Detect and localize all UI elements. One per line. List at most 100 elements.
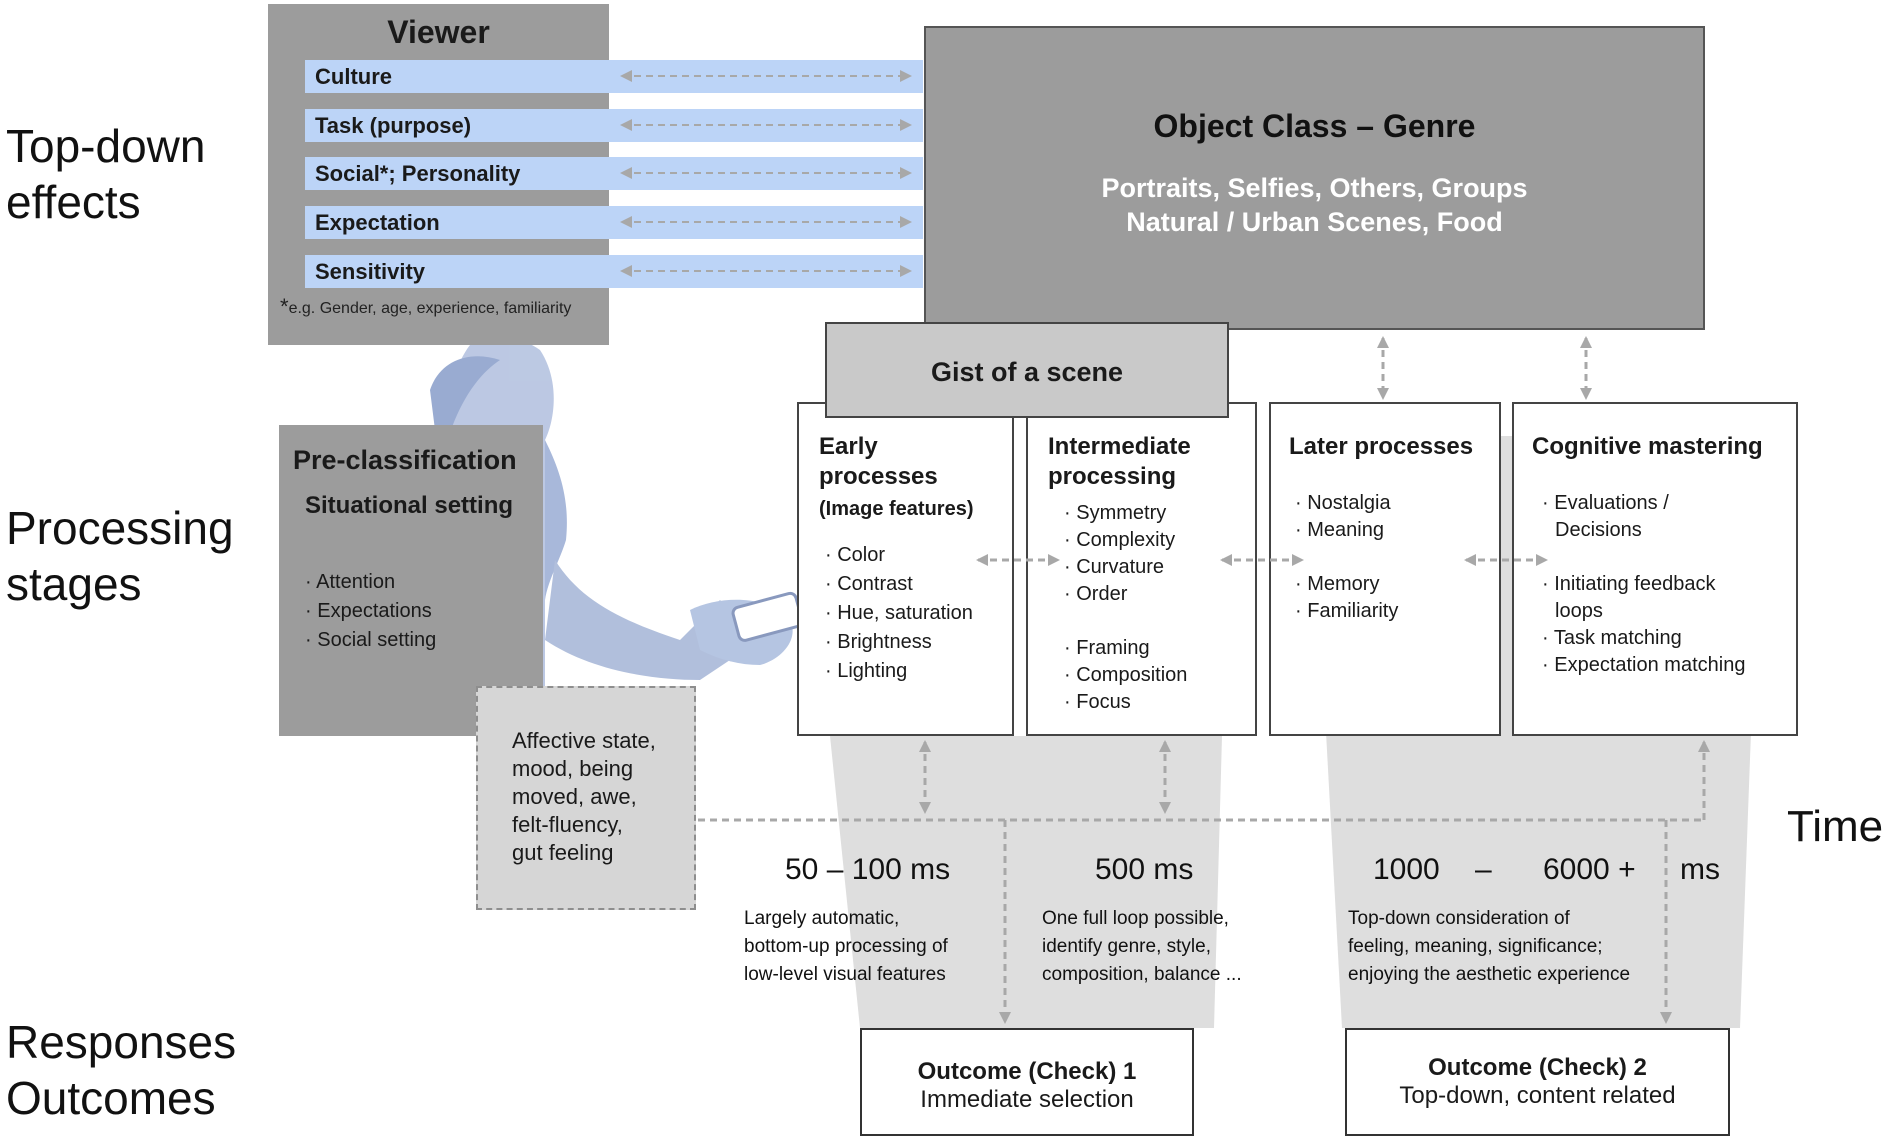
- desc-line: enjoying the aesthetic experience: [1348, 964, 1631, 985]
- item-text: Focus: [1076, 691, 1131, 713]
- stage-cognitive-title: Cognitive mastering: [1532, 433, 1763, 460]
- outcome-2-title: Outcome (Check) 2: [1428, 1054, 1647, 1081]
- bullet: ·: [305, 571, 312, 593]
- item-text: Framing: [1076, 637, 1150, 659]
- outcome-2-box: Outcome (Check) 2 Top-down, content rela…: [1345, 1028, 1730, 1136]
- item-text: Color: [837, 544, 886, 566]
- description-intermediate: One full loop possible, identify genre, …: [1042, 905, 1242, 989]
- item-text: Complexity: [1076, 529, 1176, 551]
- bullet: ·: [305, 629, 312, 651]
- stage-cognitive-item-cont: loops: [1555, 600, 1603, 622]
- stage-early-item: · Contrast: [825, 573, 913, 596]
- time-label-late-unit: ms: [1680, 853, 1720, 886]
- desc-line: One full loop possible,: [1042, 908, 1229, 929]
- row-label-top-down: Top-down effects: [6, 118, 205, 230]
- stage-intermediate-item: · Symmetry: [1064, 502, 1166, 525]
- object-class-title: Object Class – Genre: [1153, 108, 1476, 144]
- pre-classification-item: · Expectations: [305, 600, 432, 623]
- object-class-line-1: Portraits, Selfies, Others, Groups: [1101, 173, 1528, 203]
- desc-line: Top-down consideration of: [1348, 908, 1570, 929]
- pre-classification-title: Pre-classification: [293, 445, 517, 475]
- stage-intermediate-title: Intermediate processing: [1048, 432, 1191, 492]
- row-label-line: Top-down: [6, 120, 206, 172]
- item-text: Familiarity: [1307, 600, 1399, 622]
- item-text: Order: [1076, 583, 1128, 605]
- stage-cognitive-item: · Expectation matching: [1542, 654, 1745, 677]
- item-text: Hue, saturation: [837, 602, 973, 624]
- bullet: ·: [1295, 600, 1302, 622]
- footnote-star: *: [280, 294, 289, 319]
- item-text: Symmetry: [1076, 502, 1167, 524]
- desc-line: composition, balance ...: [1042, 964, 1242, 985]
- desc-line: identify genre, style,: [1042, 936, 1211, 957]
- stage-later-item: · Memory: [1295, 573, 1379, 596]
- row-label-responses: Responses Outcomes: [6, 1014, 236, 1126]
- stage-cognitive-item-cont: Decisions: [1555, 519, 1642, 541]
- item-text: Memory: [1307, 573, 1380, 595]
- item-text: Lighting: [837, 660, 908, 682]
- bullet: ·: [1064, 583, 1071, 605]
- stage-early-subtitle: (Image features): [819, 498, 974, 520]
- stage-intermediate-item: · Framing: [1064, 637, 1150, 660]
- item-text: Expectation matching: [1554, 654, 1746, 676]
- affective-line: felt-fluency,: [512, 812, 623, 837]
- desc-line: Largely automatic,: [744, 908, 900, 929]
- stage-cognitive-box: Cognitive mastering · Evaluations / Deci…: [1512, 402, 1798, 736]
- row-label-processing: Processing stages: [6, 500, 234, 612]
- bullet: ·: [1542, 573, 1549, 595]
- affective-state-box: Affective state, mood, being moved, awe,…: [476, 686, 696, 910]
- pre-classification-box: Pre-classification Situational setting ·…: [279, 425, 543, 736]
- gist-of-scene-box: Gist of a scene: [825, 322, 1229, 418]
- affective-line: mood, being: [512, 756, 634, 781]
- stage-later-item: · Nostalgia: [1295, 492, 1391, 515]
- pre-classification-item: · Attention: [305, 571, 395, 594]
- item-text: Evaluations /: [1554, 492, 1669, 514]
- bullet: ·: [1064, 664, 1071, 686]
- object-class-line-2: Natural / Urban Scenes, Food: [1126, 207, 1503, 237]
- item-text: Composition: [1076, 664, 1188, 686]
- description-early: Largely automatic, bottom-up processing …: [744, 905, 948, 989]
- pre-classification-subtitle: Situational setting: [305, 492, 514, 519]
- time-label-late-end: 6000 +: [1543, 853, 1636, 886]
- bullet: ·: [825, 544, 832, 566]
- viewer-factor-expectation: Expectation: [305, 206, 923, 239]
- bullet: ·: [825, 602, 832, 624]
- time-label-early: 50 – 100 ms: [785, 853, 951, 886]
- stage-later-title: Later processes: [1289, 433, 1474, 460]
- stage-intermediate-box: Intermediate processing · Symmetry · Com…: [1026, 402, 1257, 736]
- viewer-factor-task: Task (purpose): [305, 109, 923, 142]
- bullet: ·: [1295, 519, 1302, 541]
- bullet: ·: [1542, 627, 1549, 649]
- row-label-line: Outcomes: [6, 1072, 216, 1124]
- stage-early-item: · Lighting: [825, 660, 907, 683]
- stage-cognitive-item: · Task matching: [1542, 627, 1682, 650]
- description-late: Top-down consideration of feeling, meani…: [1348, 905, 1630, 989]
- bullet: ·: [305, 600, 312, 622]
- viewer-title: Viewer: [387, 14, 490, 50]
- row-label-line: stages: [6, 558, 142, 610]
- item-text: Brightness: [837, 631, 932, 653]
- stage-intermediate-item: · Composition: [1064, 664, 1187, 687]
- viewer-factor-social: Social*; Personality: [305, 157, 923, 190]
- item-text: Initiating feedback: [1554, 573, 1716, 595]
- bullet: ·: [1542, 492, 1549, 514]
- stage-early-item: · Color: [825, 544, 885, 567]
- bullet: ·: [1064, 556, 1071, 578]
- viewer-footnote: *e.g. Gender, age, experience, familiari…: [280, 296, 571, 318]
- outcome-1-subtitle: Immediate selection: [920, 1086, 1134, 1113]
- affective-line: gut feeling: [512, 840, 614, 865]
- time-label-intermediate: 500 ms: [1095, 853, 1194, 886]
- time-label-late-start: 1000: [1373, 853, 1440, 886]
- desc-line: feeling, meaning, significance;: [1348, 936, 1603, 957]
- time-label-late-dash: –: [1475, 853, 1492, 886]
- item-text: Social setting: [317, 629, 437, 651]
- item-text: Expectations: [317, 600, 432, 622]
- affective-line: Affective state,: [512, 728, 656, 753]
- desc-line: bottom-up processing of: [744, 936, 948, 957]
- row-label-line: Responses: [6, 1016, 237, 1068]
- item-text: Task matching: [1553, 627, 1682, 649]
- stage-intermediate-item: · Focus: [1064, 691, 1131, 714]
- stage-intermediate-item: · Curvature: [1064, 556, 1164, 579]
- stage-later-item: · Familiarity: [1295, 600, 1398, 623]
- item-text: Contrast: [837, 573, 913, 595]
